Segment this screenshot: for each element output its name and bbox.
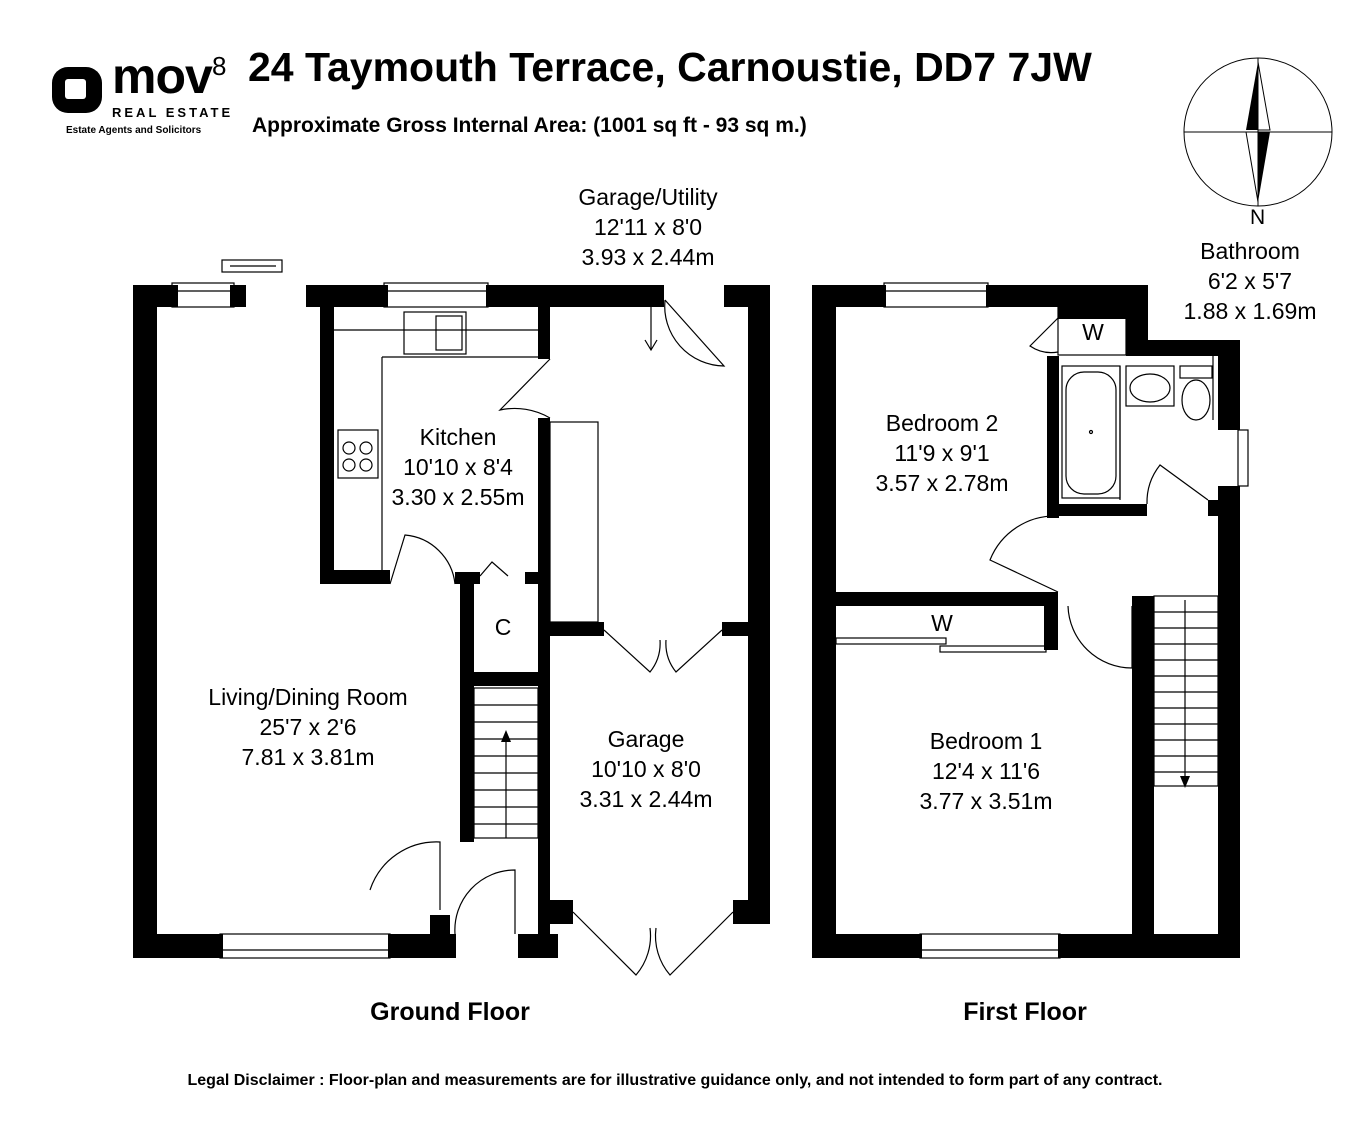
logo-word: mov [112, 48, 213, 104]
room-metric: 1.88 x 1.69m [1183, 298, 1317, 324]
room-bedroom-2: Bedroom 2 11'9 x 9'1 3.57 x 2.78m [876, 408, 1009, 498]
first-floor-walls [812, 285, 1240, 958]
room-name: Kitchen [419, 424, 497, 450]
room-metric: 3.93 x 2.44m [581, 244, 715, 270]
compass-rose-icon [1183, 57, 1333, 207]
first-floor-label: First Floor [963, 998, 1087, 1026]
room-name: Bedroom 2 [885, 410, 999, 436]
room-name: Garage/Utility [578, 184, 718, 210]
stair-up-arrow-icon [501, 730, 511, 742]
room-bedroom-1: Bedroom 1 12'4 x 11'6 3.77 x 3.51m [920, 726, 1053, 816]
room-living-dining: Living/Dining Room 25'7 x 2'6 7.81 x 3.8… [208, 682, 407, 772]
compass-north-label: N [1250, 206, 1266, 229]
room-name: Bathroom [1200, 238, 1300, 264]
room-garage: Garage 10'10 x 8'0 3.31 x 2.44m [580, 724, 713, 814]
room-cupboard: C [495, 612, 512, 642]
logo-mark-icon [52, 67, 102, 113]
room-wardrobe-top: W [1082, 317, 1104, 347]
ground-floor-details [171, 259, 734, 976]
page-title: 24 Taymouth Terrace, Carnoustie, DD7 7JW [248, 44, 1092, 90]
room-imperial: 10'10 x 8'0 [591, 756, 701, 782]
logo-superscript: 8 [212, 51, 227, 81]
room-imperial: 25'7 x 2'6 [259, 714, 357, 740]
room-name: Living/Dining Room [208, 684, 408, 710]
room-bathroom: Bathroom 6'2 x 5'7 1.88 x 1.69m [1184, 236, 1317, 326]
room-imperial: 10'10 x 8'4 [403, 454, 513, 480]
room-imperial: 6'2 x 5'7 [1207, 268, 1293, 294]
room-metric: 3.31 x 2.44m [579, 786, 713, 812]
logo-tagline: Estate Agents and Solicitors [66, 125, 202, 136]
room-metric: 3.77 x 3.51m [919, 788, 1053, 814]
room-wardrobe-bedroom-1: W [931, 608, 953, 638]
logo-real-estate: REAL ESTATE [112, 105, 234, 120]
room-imperial: 12'4 x 11'6 [931, 758, 1041, 784]
room-name: W [931, 610, 953, 636]
legal-disclaimer: Legal Disclaimer : Floor-plan and measur… [187, 1072, 1163, 1089]
room-garage-utility: Garage/Utility 12'11 x 8'0 3.93 x 2.44m [578, 182, 717, 272]
room-metric: 3.57 x 2.78m [875, 470, 1009, 496]
ground-floor-walls [133, 285, 770, 958]
stair-down-arrow-icon [1180, 776, 1190, 788]
room-name: W [1082, 319, 1104, 345]
room-metric: 3.30 x 2.55m [391, 484, 525, 510]
room-name: C [494, 614, 512, 640]
brand-logo: mov 8 REAL ESTATE Estate Agents and Soli… [50, 48, 250, 145]
room-kitchen: Kitchen 10'10 x 8'4 3.30 x 2.55m [392, 422, 525, 512]
room-name: Bedroom 1 [929, 728, 1043, 754]
room-metric: 7.81 x 3.81m [241, 744, 375, 770]
ground-floor-label: Ground Floor [370, 998, 530, 1026]
room-imperial: 12'11 x 8'0 [593, 214, 703, 240]
room-name: Garage [607, 726, 685, 752]
first-floor-details [835, 282, 1249, 959]
room-imperial: 11'9 x 9'1 [894, 440, 990, 466]
page-subtitle: Approximate Gross Internal Area: (1001 s… [252, 114, 807, 137]
